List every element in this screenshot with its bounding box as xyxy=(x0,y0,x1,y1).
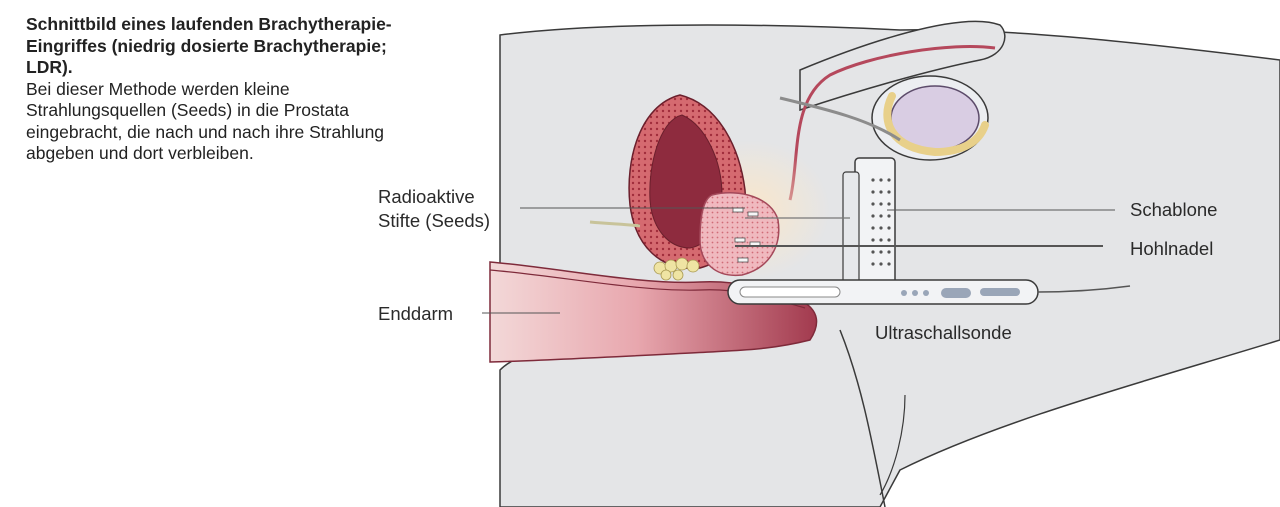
label-seeds-line1: Radioaktive xyxy=(378,186,475,207)
ureter xyxy=(589,220,641,228)
body-fold-line-2 xyxy=(879,394,906,496)
caption-title: Schnittbild eines laufenden Brachytherap… xyxy=(26,14,392,77)
ultrasound-probe xyxy=(727,279,1131,305)
body-fold-line xyxy=(839,329,886,507)
seed xyxy=(737,257,749,263)
seminal-vesicle xyxy=(653,257,700,281)
template-grid xyxy=(842,157,896,291)
vas-deferens xyxy=(779,96,901,142)
caption: Schnittbild eines laufenden Brachytherap… xyxy=(26,14,416,165)
seed xyxy=(732,207,744,213)
label-ultrasound: Ultraschallsonde xyxy=(875,322,1012,343)
label-seeds-line2: Stifte (Seeds) xyxy=(378,210,490,231)
prostate xyxy=(699,192,780,277)
seeds xyxy=(732,207,761,263)
caption-body: Bei dieser Methode werden kleine Strahlu… xyxy=(26,78,385,164)
label-template: Schablone xyxy=(1130,199,1217,220)
seed xyxy=(734,237,746,243)
label-rectum: Enddarm xyxy=(378,303,453,324)
epididymis xyxy=(883,92,989,157)
seed xyxy=(747,211,759,217)
label-needle: Hohlnadel xyxy=(1130,238,1213,259)
penis xyxy=(799,20,1006,112)
